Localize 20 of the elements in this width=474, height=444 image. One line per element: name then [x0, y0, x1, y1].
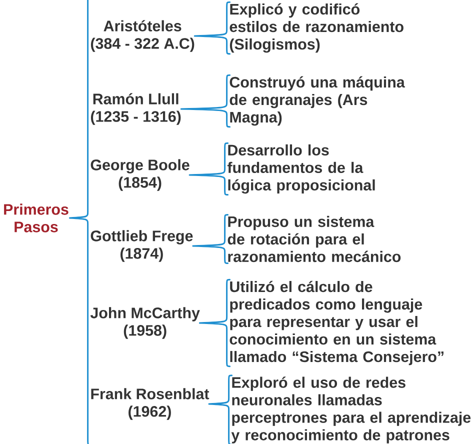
- topic-label: Primeros Pasos: [4, 204, 68, 232]
- description-text: Explicó y codificó estilos de razonamiento (Silogismos): [230, 3, 404, 53]
- person-label: John McCarthy (1958): [90, 307, 200, 339]
- curly-brace: [208, 374, 233, 444]
- curly-brace: [188, 142, 229, 196]
- description-text: Desarrollo los fundamentos de la lógica proposicional: [227, 144, 375, 194]
- person-label: Ramón Llull (1235 - 1316): [90, 93, 181, 125]
- person-label: Gottlieb Frege (1874): [90, 230, 193, 262]
- description-text: Utilizó el cálculo de predicados como lenguaje para representar y usar el conocimiento en un sistema llamado “Sistema Consejero”: [230, 280, 444, 366]
- person-label: George Boole (1854): [90, 159, 190, 191]
- curly-brace: [194, 1, 231, 55]
- curly-brace: [180, 74, 231, 128]
- description-text: Construyó una máquina de engranajes (Ars Magna): [230, 76, 405, 126]
- curly-brace: [192, 214, 229, 264]
- curly-brace: [198, 278, 231, 368]
- curly-brace: [68, 0, 92, 444]
- description-text: Exploró el uso de redes neuronales llamadas perceptrones para el aprendizaje y reconocimiento de patrones: [231, 376, 471, 444]
- description-text: Propuso un sistema de rotación para el razonamiento mecánico: [228, 216, 401, 262]
- person-label: Frank Rosenblat (1962): [91, 388, 210, 420]
- person-label: Aristóteles (384 - 322 A.C): [90, 20, 194, 52]
